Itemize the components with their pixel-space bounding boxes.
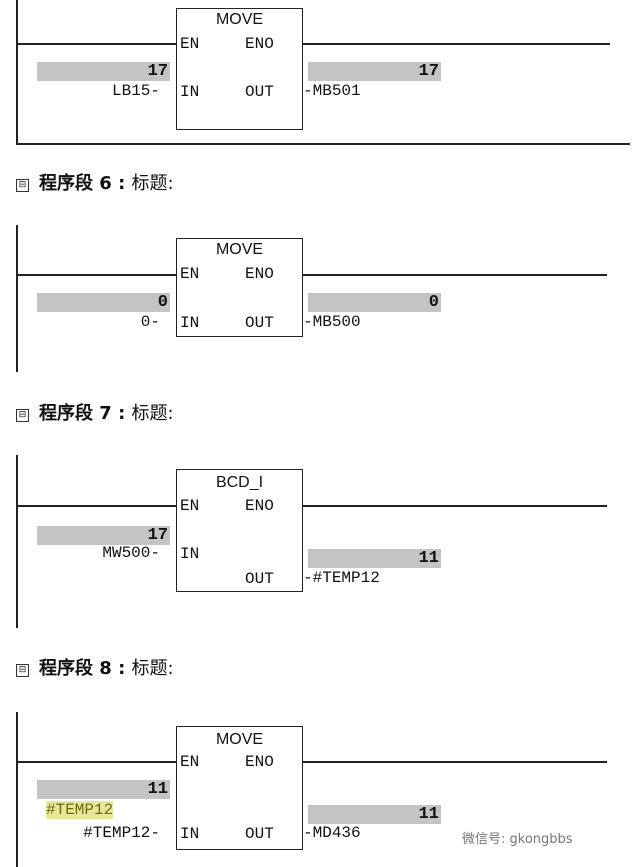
pin-eno: ENO: [245, 35, 274, 53]
pin-en: EN: [180, 265, 200, 283]
in-monitor-value: 17: [37, 526, 170, 545]
move-block[interactable]: MOVE EN ENO IN OUT: [176, 238, 303, 337]
network-title: 标题:: [131, 403, 174, 424]
out-monitor-value: 11: [308, 805, 441, 824]
network-number: 7: [99, 403, 112, 424]
pin-in: IN: [180, 314, 200, 332]
move-block[interactable]: MOVE EN ENO IN OUT: [176, 8, 303, 130]
en-wire: [16, 43, 176, 45]
watermark: 微信号: gkongbbs: [462, 832, 573, 847]
out-operand-label: #TEMP12: [312, 569, 380, 587]
eno-wire: [302, 43, 610, 45]
pin-out: OUT: [245, 83, 274, 101]
network-number: 6: [99, 173, 112, 194]
block-title: BCD_I: [215, 474, 264, 491]
out-operand[interactable]: -#TEMP12: [303, 569, 380, 587]
pin-in: IN: [180, 545, 200, 563]
out-monitor-value: 0: [308, 293, 441, 312]
pin-out: OUT: [245, 825, 274, 843]
pin-eno: ENO: [245, 265, 274, 283]
network-bottom-border: [16, 143, 630, 145]
out-operand[interactable]: -MB501: [303, 82, 361, 100]
network-8-header[interactable]: ⊟程序段 8 : 标题:: [16, 654, 174, 680]
move-block[interactable]: MOVE EN ENO IN OUT: [176, 726, 303, 850]
power-rail: [16, 0, 18, 143]
in-symbol-highlight: #TEMP12: [46, 801, 114, 819]
pin-en: EN: [180, 497, 200, 515]
en-wire: [16, 274, 176, 276]
in-monitor-value: 0: [37, 293, 170, 312]
power-rail: [16, 225, 18, 372]
in-operand[interactable]: LB15-: [111, 82, 160, 100]
network-number: 8: [99, 658, 112, 679]
network-label: 程序段: [39, 658, 93, 679]
pin-eno: ENO: [245, 497, 274, 515]
pin-in: IN: [180, 825, 200, 843]
pin-in: IN: [180, 83, 200, 101]
eno-wire: [302, 505, 607, 507]
pin-eno: ENO: [245, 753, 274, 771]
out-operand-label: MD436: [312, 824, 361, 842]
out-operand[interactable]: -MB500: [303, 313, 361, 331]
network-7-header[interactable]: ⊟程序段 7 : 标题:: [16, 399, 174, 425]
in-monitor-value: 11: [37, 780, 170, 799]
in-operand-label: MW500: [102, 544, 151, 562]
out-operand-label: MB501: [312, 82, 361, 100]
pin-out: OUT: [245, 570, 274, 588]
collapse-icon[interactable]: ⊟: [16, 179, 29, 192]
in-operand[interactable]: MW500-: [102, 544, 160, 562]
en-wire: [16, 761, 176, 763]
in-monitor-value: 17: [37, 62, 170, 81]
eno-wire: [302, 274, 607, 276]
en-wire: [16, 505, 176, 507]
bcd-i-block[interactable]: BCD_I EN ENO IN OUT: [176, 469, 303, 592]
in-operand-label: #TEMP12: [83, 824, 151, 842]
pin-out: OUT: [245, 314, 274, 332]
block-title: MOVE: [215, 241, 264, 258]
block-title: MOVE: [215, 11, 264, 28]
network-title: 标题:: [131, 658, 174, 679]
in-operand-label: 0: [140, 313, 151, 331]
power-rail: [16, 712, 18, 867]
in-operand-label: LB15: [111, 82, 151, 100]
network-title: 标题:: [131, 173, 174, 194]
collapse-icon[interactable]: ⊟: [16, 664, 29, 677]
in-operand[interactable]: 0-: [140, 313, 160, 331]
eno-wire: [302, 761, 607, 763]
out-monitor-value: 11: [308, 549, 441, 568]
pin-en: EN: [180, 753, 200, 771]
network-label: 程序段: [39, 403, 93, 424]
in-operand[interactable]: #TEMP12-: [83, 824, 160, 842]
out-monitor-value: 17: [308, 62, 441, 81]
pin-en: EN: [180, 35, 200, 53]
out-operand-label: MB500: [312, 313, 361, 331]
network-label: 程序段: [39, 173, 93, 194]
collapse-icon[interactable]: ⊟: [16, 409, 29, 422]
block-title: MOVE: [215, 731, 264, 748]
power-rail: [16, 455, 18, 628]
out-operand[interactable]: -MD436: [303, 824, 361, 842]
network-6-header[interactable]: ⊟程序段 6 : 标题:: [16, 169, 174, 195]
